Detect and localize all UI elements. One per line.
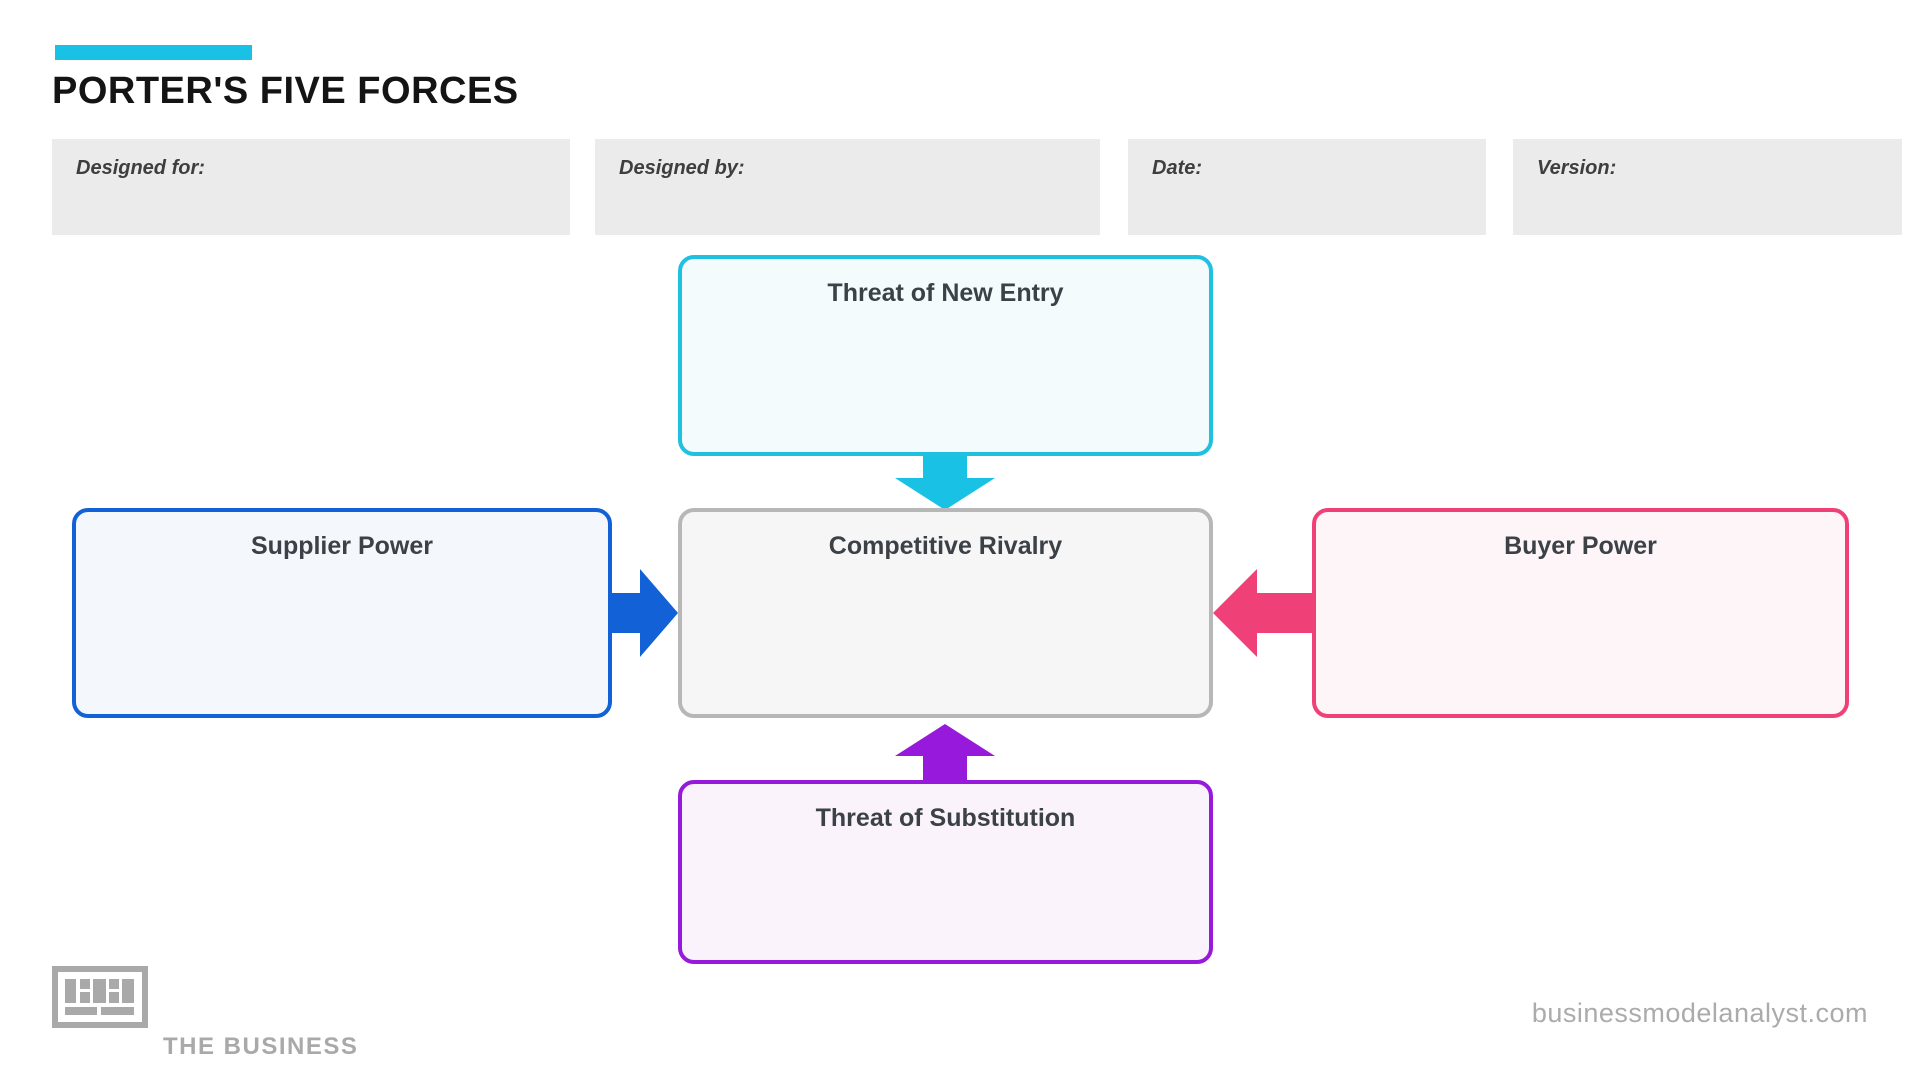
field-version: Version: (1513, 139, 1902, 235)
field-date: Date: (1128, 139, 1486, 235)
arrow-left-icon (1213, 569, 1312, 657)
force-box-competitive-rivalry: Competitive Rivalry (678, 508, 1213, 718)
website-url: businessmodelanalyst.com (1531, 998, 1868, 1028)
force-label-threat-of-new-entry: Threat of New Entry (827, 279, 1064, 307)
field-date-label: Date: (1152, 157, 1203, 179)
field-designed-for: Designed for: (52, 139, 570, 235)
force-label-buyer-power: Buyer Power (1504, 532, 1657, 560)
page-title: PORTER'S FIVE FORCES (52, 70, 519, 112)
logo-wordmark-line1: THE BUSINESS (163, 1033, 359, 1060)
force-box-supplier-power: Supplier Power (72, 508, 612, 718)
logo-wordmark: THE BUSINESS MODEL ANALYST (163, 972, 386, 1080)
arrow-down-icon (895, 456, 995, 510)
field-designed-by: Designed by: (595, 139, 1100, 235)
force-label-competitive-rivalry: Competitive Rivalry (828, 532, 1063, 560)
force-box-buyer-power: Buyer Power (1312, 508, 1849, 718)
force-label-supplier-power: Supplier Power (251, 532, 433, 560)
force-box-threat-of-new-entry: Threat of New Entry (678, 255, 1213, 456)
arrow-right-icon (612, 569, 678, 657)
force-label-threat-of-substitution: Threat of Substitution (815, 804, 1076, 832)
field-designed-for-label: Designed for: (76, 157, 205, 179)
field-version-label: Version: (1537, 157, 1617, 179)
business-model-canvas-logo-icon (52, 966, 148, 1028)
arrow-up-icon (895, 724, 995, 780)
title-accent-bar (55, 45, 252, 60)
force-box-threat-of-substitution: Threat of Substitution (678, 780, 1213, 964)
field-designed-by-label: Designed by: (619, 157, 745, 179)
